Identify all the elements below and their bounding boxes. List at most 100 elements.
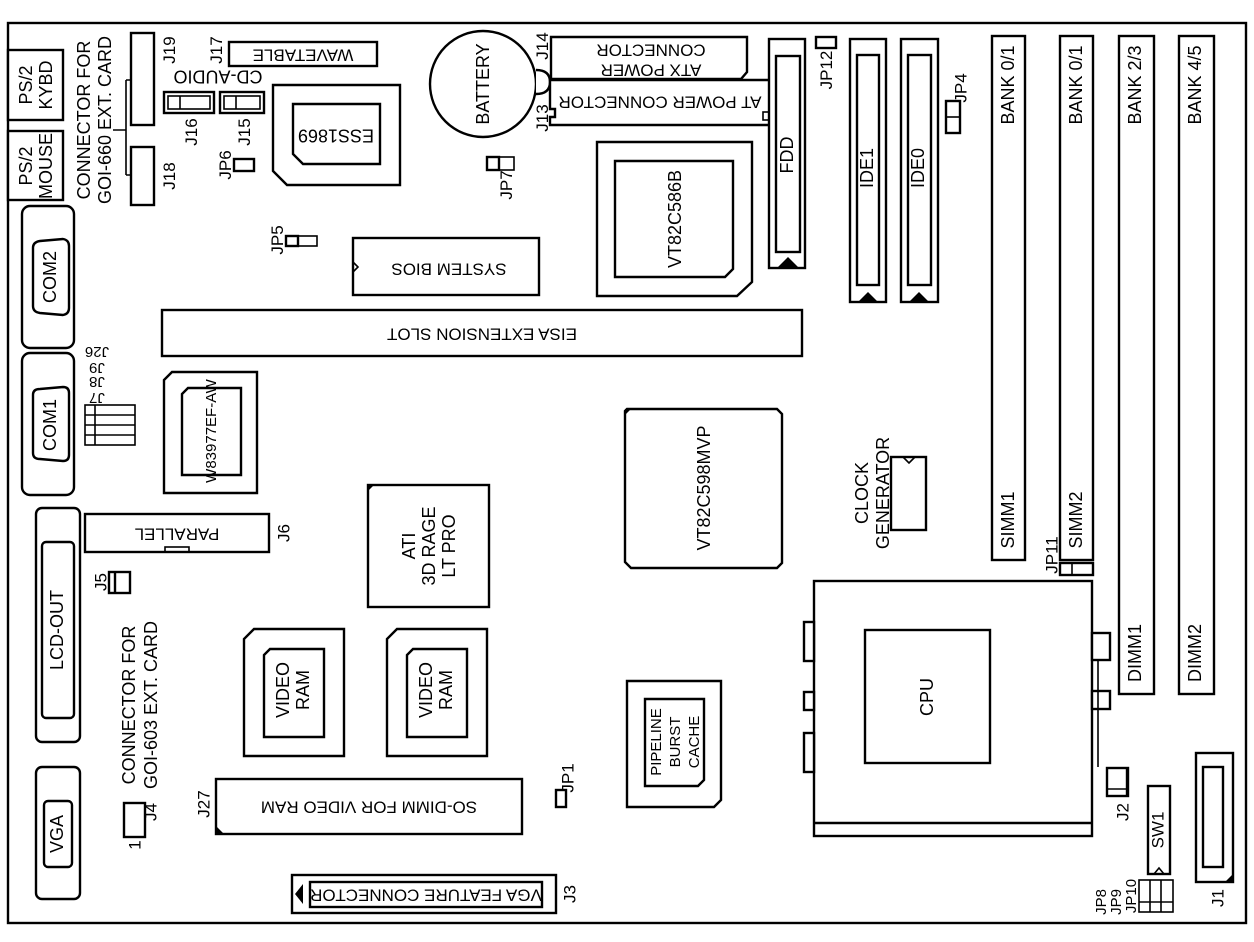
at-power-connector: AT POWER CONNECTOR: [548, 78, 772, 127]
sw1-dip-switch: SW1: [1146, 784, 1172, 876]
j4-header: [122, 801, 147, 839]
j17-label: J17: [207, 36, 226, 63]
ps2-kybd-label-1: PS/2: [16, 65, 36, 104]
atx-power-label-1: ATX POWER: [601, 61, 702, 80]
j7-label: J7: [89, 389, 105, 406]
simm2-label: SIMM2: [1066, 491, 1086, 548]
jp11-jumper: [1058, 561, 1095, 577]
w83977ef-aw-chip: W83977EF-AW: [162, 370, 259, 495]
jp10-label: JP10: [1123, 879, 1140, 913]
eisa-label: EISA EXTENSION SLOT: [387, 325, 577, 344]
jp6-jumper: [232, 157, 256, 173]
vt82c586b-chip: VT82C586B: [595, 140, 754, 298]
goi660-leader-line: [113, 79, 137, 176]
dimm1-slot: BANK 2/3 DIMM1: [1117, 34, 1156, 696]
goi603-label-1: CONNECTOR FOR: [119, 626, 139, 785]
simm1-slot: BANK 0/1 SIMM1: [990, 34, 1027, 562]
vt82c586b-label: VT82C586B: [665, 170, 685, 268]
sodimm-label: SO-DIMM FOR VIDEO RAM: [261, 798, 477, 817]
jp12-jumper: [814, 35, 838, 50]
at-power-label: AT POWER CONNECTOR: [558, 93, 761, 112]
parallel-connector: PARALLEL: [83, 512, 271, 554]
simm1-label: SIMM1: [998, 491, 1018, 548]
wavetable-label: WAVETABLE: [253, 46, 354, 65]
jp9-label: JP9: [1108, 889, 1125, 915]
j5-jumper: [107, 570, 132, 595]
bank45-label: BANK 4/5: [1185, 45, 1205, 124]
jp7-jumper: [485, 155, 515, 172]
ps2-keyboard-port: PS/2 KYBD: [6, 48, 65, 122]
vt82c598mvp-chip: VT82C598MVP: [623, 407, 784, 570]
j2-label: J2: [1113, 803, 1132, 821]
jp4-label: JP4: [951, 73, 970, 102]
cache-label-2: BURST: [667, 717, 684, 768]
ide0-label: IDE0: [908, 148, 928, 188]
board-outline: [6, 21, 1248, 925]
j2-jumper: [1105, 766, 1130, 798]
clock-generator-chip: [889, 455, 928, 532]
com2-port: COM2: [20, 204, 76, 350]
j1-connector: [1194, 751, 1235, 884]
com2-label: COM2: [40, 251, 60, 303]
j15-label: J15: [235, 118, 254, 145]
video-ram-chip-2: VIDEO RAM: [385, 627, 489, 758]
eisa-extension-slot: EISA EXTENSION SLOT: [160, 308, 804, 358]
jp6-label: JP6: [216, 150, 235, 179]
vt82c598mvp-label: VT82C598MVP: [694, 425, 714, 550]
j13-label: J13: [533, 104, 552, 131]
dimm2-label: DIMM2: [1185, 624, 1205, 682]
goi660-label-2: GOI-660 EXT. CARD: [95, 36, 115, 204]
jp5-jumper: [284, 234, 318, 248]
com1-label: COM1: [40, 399, 60, 451]
fdd-connector: FDD: [767, 37, 807, 270]
ps2-mouse-label-1: PS/2: [16, 146, 36, 185]
jp5-label: JP5: [268, 225, 287, 254]
atx-power-label-2: CONNECTOR: [596, 41, 705, 60]
fdd-label: FDD: [777, 137, 797, 174]
j9-label: J9: [89, 359, 105, 376]
w83977-label: W83977EF-AW: [203, 378, 220, 482]
simm2-slot: BANK 0/1 SIMM2: [1058, 34, 1095, 562]
ati-rage-chip: ATI 3D RAGE LT PRO: [366, 483, 491, 609]
jp4-jumper: [944, 99, 962, 135]
dimm1-label: DIMM1: [1125, 624, 1145, 682]
video-ram-1-label-2: RAM: [293, 670, 313, 710]
battery: BATTERY: [428, 29, 552, 139]
com1-port: COM1: [20, 351, 76, 497]
j3-label: J3: [560, 885, 579, 903]
j14-label: J14: [533, 32, 552, 59]
jp11-label: JP11: [1042, 536, 1061, 574]
dimm2-slot: BANK 4/5 DIMM2: [1177, 34, 1216, 696]
j5-label: J5: [91, 573, 110, 591]
j4-pin1-label: 1: [125, 840, 144, 849]
jp8-label: JP8: [1093, 889, 1110, 915]
system-bios-label: SYSTEM BIOS: [391, 260, 506, 279]
sodimm-video-ram-slot: SO-DIMM FOR VIDEO RAM: [214, 777, 524, 836]
ps2-mouse-port: PS/2 MOUSE: [6, 129, 65, 202]
j26-label: J26: [85, 343, 109, 360]
ati-label-2: 3D RAGE: [419, 506, 439, 585]
video-ram-chip-1: VIDEO RAM: [242, 627, 346, 758]
j19-label: J19: [160, 36, 179, 63]
j15-connector: [218, 90, 266, 115]
clock-label-2: GENERATOR: [873, 437, 893, 549]
lcd-out-label: LCD-OUT: [47, 590, 67, 670]
j6-label: J6: [274, 524, 293, 542]
bank01b-label: BANK 0/1: [1066, 45, 1086, 124]
j18-label: J18: [160, 162, 179, 189]
video-ram-2-label-1: VIDEO: [416, 662, 436, 718]
sw1-label: SW1: [1148, 812, 1167, 849]
vga-label: VGA: [47, 815, 67, 853]
ide1-connector: IDE1: [848, 37, 888, 304]
j19-header: [129, 31, 156, 127]
lcd-out-port: LCD-OUT: [34, 506, 82, 744]
cpu-socket: CPU: [802, 579, 1112, 838]
jp1-jumper: [554, 788, 568, 809]
vga-feature-label: VGA FEATURE CONNECTOR: [310, 886, 542, 905]
ps2-mouse-label-2: MOUSE: [36, 133, 56, 199]
ati-label-3: LT PRO: [439, 514, 459, 577]
j27-label: J27: [194, 790, 213, 817]
bank01a-label: BANK 0/1: [998, 45, 1018, 124]
jp8-jp10-jumper-block: [1138, 879, 1174, 913]
